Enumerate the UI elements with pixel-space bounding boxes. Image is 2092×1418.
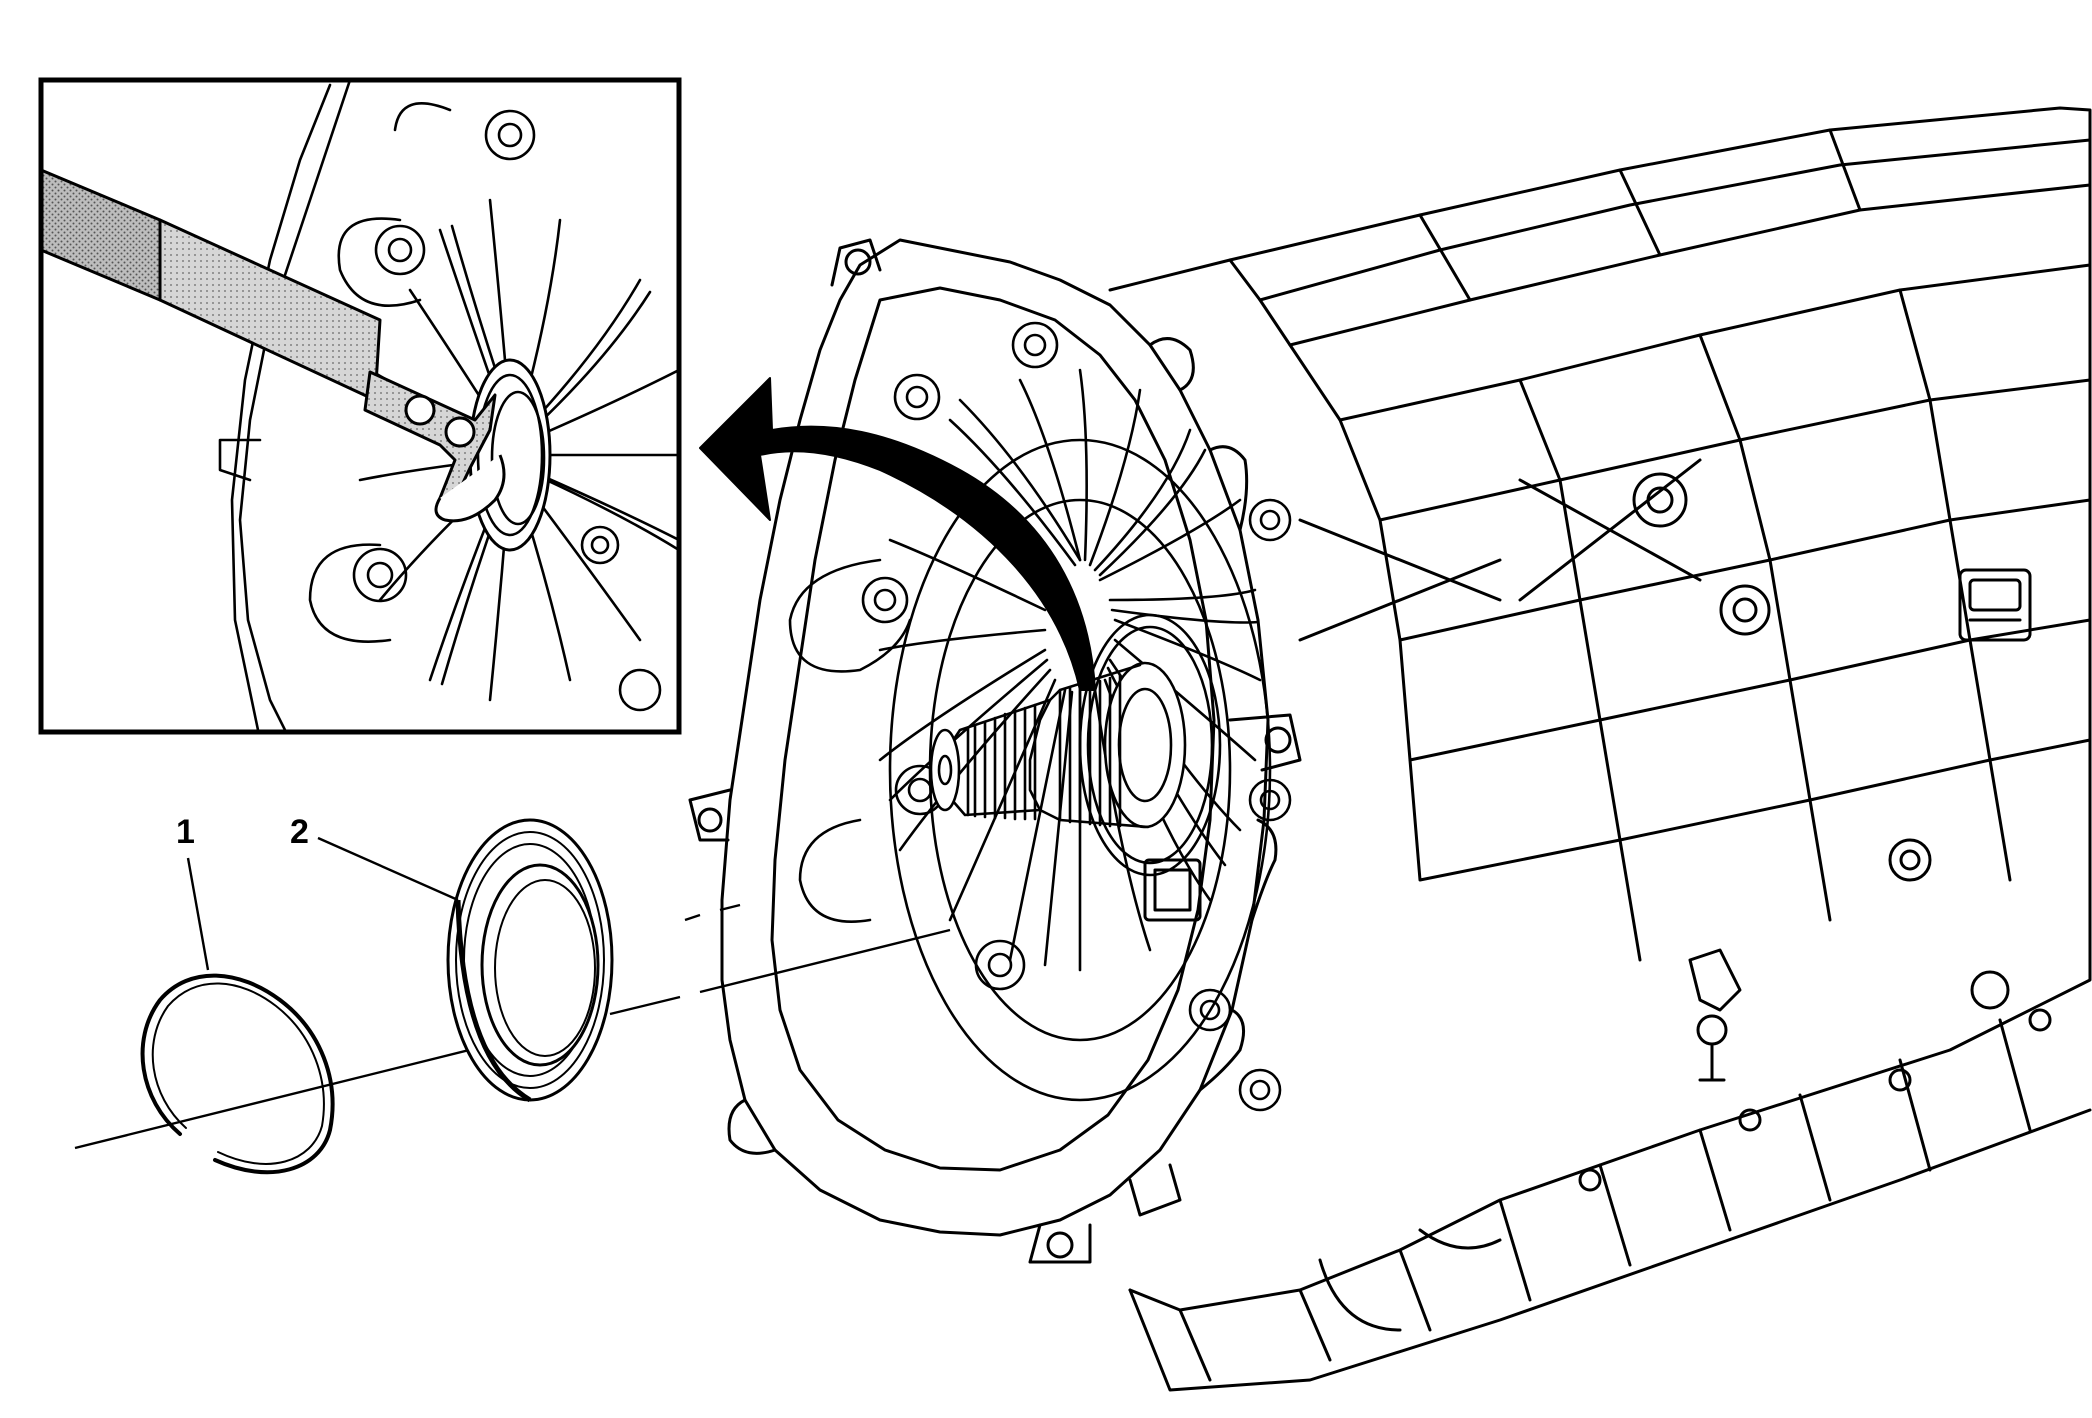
input-shaft [929,613,1222,877]
callout-1: 1 [176,813,210,971]
transmission-case [1108,106,2092,1392]
inset-frame [38,77,682,735]
center-axis-dash [684,903,741,922]
seal-removal-tool-icon [41,168,506,523]
callout-2: 2 [290,813,459,902]
callout-label-1: 1 [176,813,195,851]
pump-bolts [861,321,1292,1112]
callout-label-2: 2 [290,813,309,851]
inset-detail [38,77,682,735]
seal-part [446,818,614,1103]
transmission-assembly [688,106,2092,1392]
snap-ring-part [140,973,335,1175]
callout-leader-1 [186,857,210,971]
curved-arrow-icon [699,377,1096,691]
callout-leader-2 [317,836,459,902]
